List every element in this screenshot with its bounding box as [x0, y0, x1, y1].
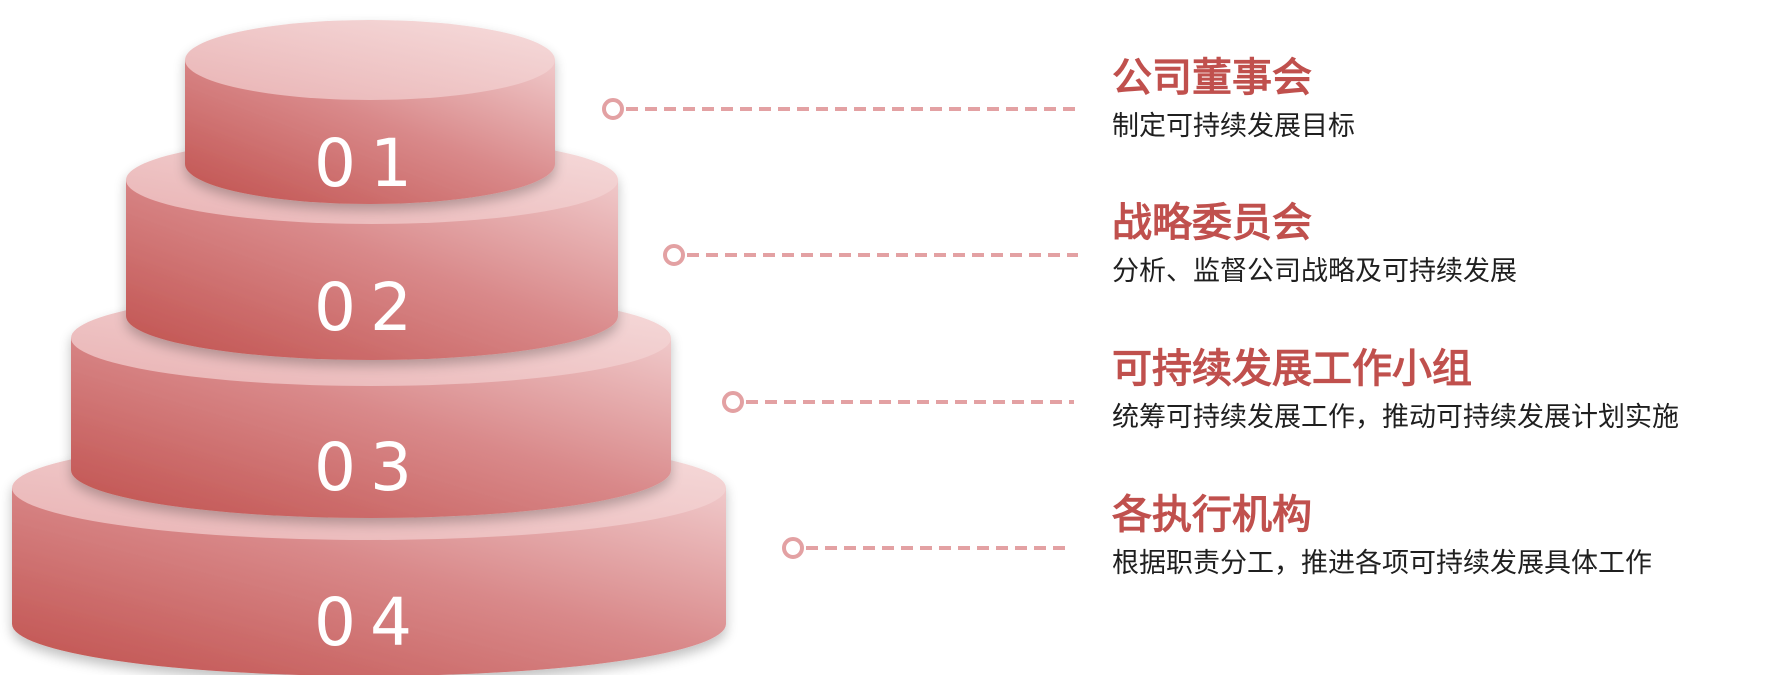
entry-04-description: 根据职责分工，推进各项可持续发展具体工作 — [1112, 548, 1652, 579]
entry-02-description: 分析、监督公司战略及可持续发展 — [1112, 256, 1517, 287]
tier-04-number: 04 — [314, 584, 426, 661]
entry-03-title: 可持续发展工作小组 — [1112, 346, 1472, 392]
connector-04 — [782, 537, 1070, 559]
tier-03-number: 03 — [314, 429, 426, 506]
tier-01-number: 01 — [314, 125, 426, 202]
connector-01 — [602, 98, 1082, 120]
entry-02-title: 战略委员会 — [1112, 200, 1312, 246]
entry-01-title: 公司董事会 — [1112, 55, 1312, 101]
entry-01-description: 制定可持续发展目标 — [1112, 111, 1355, 142]
tier-01 — [185, 20, 555, 204]
entry-03: 可持续发展工作小组 统筹可持续发展工作，推动可持续发展计划实施 — [1112, 345, 1788, 435]
tier-02-number: 02 — [314, 269, 426, 346]
entry-01: 公司董事会 制定可持续发展目标 — [1112, 54, 1788, 144]
connector-02 — [663, 244, 1078, 266]
entry-04: 各执行机构 根据职责分工，推进各项可持续发展具体工作 — [1112, 491, 1788, 581]
entry-04-title: 各执行机构 — [1112, 492, 1312, 538]
entry-03-description: 统筹可持续发展工作，推动可持续发展计划实施 — [1112, 402, 1679, 433]
entry-02: 战略委员会 分析、监督公司战略及可持续发展 — [1112, 199, 1788, 289]
connector-03 — [722, 391, 1074, 413]
